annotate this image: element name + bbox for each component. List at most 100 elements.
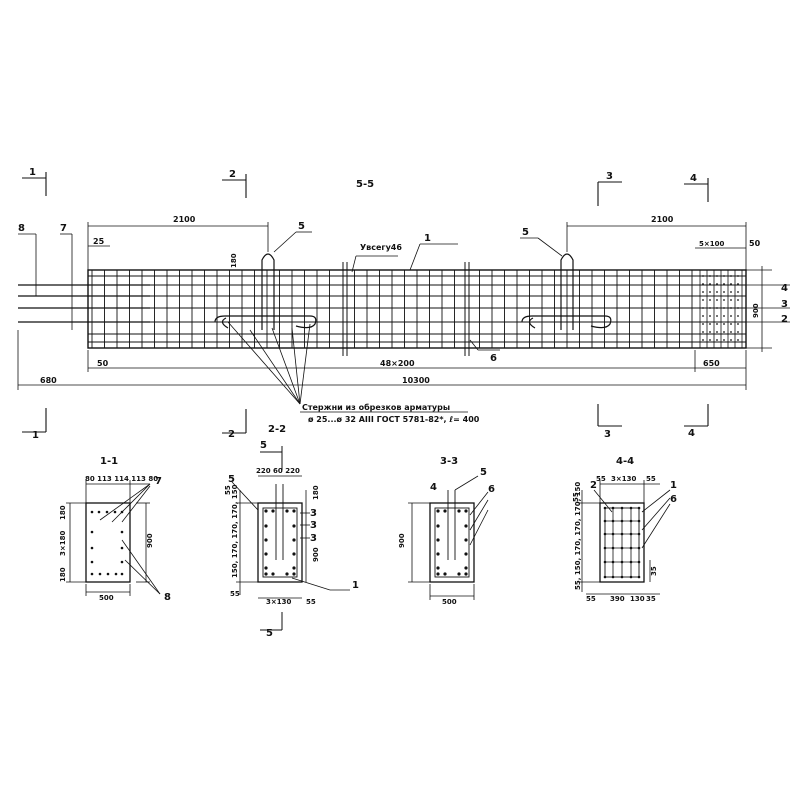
section-2-marker-1: 1 — [352, 580, 359, 591]
mesh-node — [723, 275, 725, 277]
section-4-bottom-390: 390 — [610, 595, 625, 603]
section-1-outline — [85, 502, 131, 583]
elevation-title: 5-5 — [356, 179, 374, 190]
bar-dot — [106, 572, 110, 576]
bar-dot — [90, 572, 94, 576]
bar-dot — [436, 572, 440, 576]
mesh-node — [702, 275, 704, 277]
bar-dot — [464, 538, 468, 542]
bar-dot — [457, 572, 461, 576]
section-3-3: 3-3 900 500 4 5 6 — [398, 456, 495, 606]
dim-end-50: 50 — [97, 359, 109, 368]
section-1-height: 900 — [146, 533, 154, 548]
mesh-node — [716, 331, 718, 333]
bar-dot — [90, 510, 94, 514]
bar-dot — [292, 552, 296, 556]
bar-dot — [264, 566, 268, 570]
right-label-3: 3 — [781, 299, 788, 310]
bar-dot — [629, 532, 633, 536]
bar-dot — [292, 538, 296, 542]
mesh-node — [723, 331, 725, 333]
section-4-dim-55: 55 — [572, 492, 580, 502]
section-2-stirrup — [262, 507, 298, 578]
section-4-marker-2: 2 — [590, 480, 597, 491]
dim-total: 10300 — [402, 376, 430, 385]
marker-7: 7 — [60, 223, 67, 234]
section-4-dim-35: 35 — [650, 566, 658, 576]
dim-right-span: 2100 — [651, 215, 674, 224]
bar-dot — [611, 519, 615, 523]
section-1-marker-8: 8 — [164, 592, 171, 603]
mesh-node — [730, 283, 732, 285]
bar-dot — [443, 572, 447, 576]
mesh-node — [730, 323, 732, 325]
bar-dot — [443, 509, 447, 513]
bar-dot — [611, 560, 615, 564]
mesh-node — [702, 291, 704, 293]
axis-note: Увсегу46 — [360, 243, 402, 252]
bar-dot — [120, 530, 124, 534]
cut-mark-4-bottom: 4 — [688, 428, 695, 439]
bar-dot — [292, 566, 296, 570]
section-3-bars — [436, 509, 468, 576]
section-4-bottom-35: 35 — [646, 595, 656, 603]
section-4-top-right: 55 — [646, 475, 656, 483]
bar-dot — [292, 524, 296, 528]
mesh-node — [730, 299, 732, 301]
bar-dot — [120, 560, 124, 564]
bar-dot — [620, 532, 624, 536]
section-4-outline — [599, 502, 645, 583]
mesh-node — [709, 323, 711, 325]
bar-dot — [264, 572, 268, 576]
note-leaders — [227, 321, 468, 413]
mesh-node — [716, 299, 718, 301]
section-1-dim-bottom: 180 — [59, 567, 67, 582]
bar-dot — [620, 506, 624, 510]
mesh-node — [702, 323, 704, 325]
mesh-node — [709, 275, 711, 277]
bar-dot — [464, 509, 468, 513]
section-2-height: 900 — [312, 547, 320, 562]
cut-mark-1-top: 1 — [29, 167, 36, 178]
bar-dot — [611, 532, 615, 536]
dim-48x200: 48×200 — [380, 359, 415, 368]
mesh-node — [709, 283, 711, 285]
bar-dot — [436, 538, 440, 542]
bar-dot — [637, 575, 641, 579]
mesh-node — [730, 315, 732, 317]
mesh-node — [716, 275, 718, 277]
section-2-bottom-mid: 3×130 — [266, 598, 291, 606]
dim-loop-180: 180 — [230, 253, 238, 268]
bar-dot — [285, 509, 289, 513]
section-2-loop — [275, 484, 284, 560]
dim-25: 25 — [93, 237, 105, 246]
section-2-dim-55-bl: 55 — [230, 590, 240, 598]
lifting-loop-right — [521, 253, 612, 330]
mesh-node — [709, 331, 711, 333]
section-2-dim-lines — [231, 475, 350, 599]
bar-dot — [637, 519, 641, 523]
section-3-marker-6: 6 — [488, 484, 495, 495]
section-4-marker-1: 1 — [670, 480, 677, 491]
section-2-marker-3a: 3 — [310, 508, 317, 519]
elevation-view: 5-5 — [17, 167, 790, 441]
section-4-left-dims: 55, 150, 170, 170, 170, 150 — [574, 482, 582, 590]
bar-dot — [620, 519, 624, 523]
section-2-outline — [257, 502, 303, 583]
bar-dot — [629, 575, 633, 579]
dim-5x100: 5×100 — [699, 240, 724, 248]
mesh-node — [737, 323, 739, 325]
section-2-cut-top: 5 — [260, 440, 267, 451]
bar-dot — [105, 510, 109, 514]
bar-dot — [611, 575, 615, 579]
bar-dot — [637, 532, 641, 536]
section-1-width: 500 — [99, 594, 114, 602]
bar-dot — [611, 506, 615, 510]
section-4-dim-lines — [578, 480, 671, 595]
mesh-node — [737, 283, 739, 285]
mesh-node — [737, 299, 739, 301]
mesh-node — [716, 339, 718, 341]
end-grid-mesh — [699, 270, 743, 348]
right-dimension-lines — [746, 266, 790, 352]
mesh-node — [716, 283, 718, 285]
